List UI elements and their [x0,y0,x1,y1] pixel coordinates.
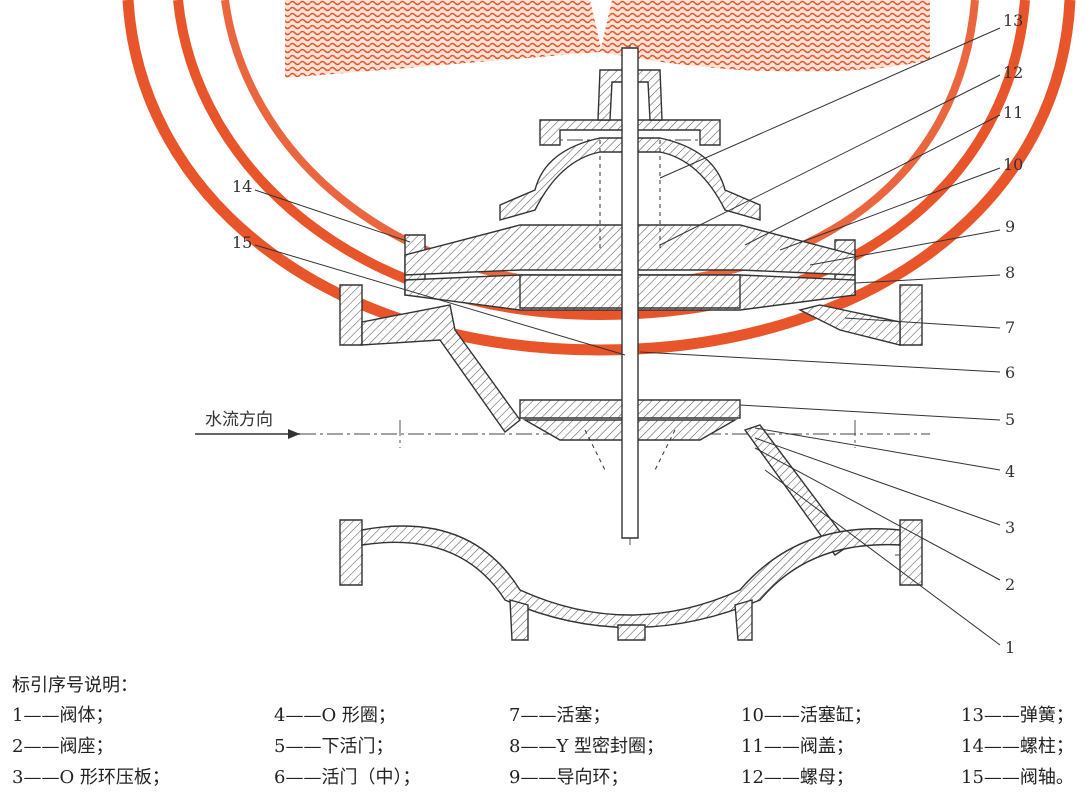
flow-direction-label: 水流方向 [205,410,273,430]
valve-body [339,47,923,641]
legend-item-12: 12——螺母； [741,767,854,788]
legend-item-14: 14——螺柱； [961,736,1074,757]
spring [584,140,676,471]
callout-7: 7 [1005,318,1015,337]
callout-3: 3 [1005,518,1015,537]
legend: 标引序号说明： 1——阀体； 4——O 形圈； 7——活塞； 10——活塞缸； … [12,672,1087,793]
callout-14: 14 [232,177,252,196]
legend-item-3: 3——O 形环压板； [12,767,170,788]
callout-11: 11 [1003,103,1023,122]
legend-item-9: 9——导向环； [509,767,629,788]
flow-direction-arrow: 水流方向 [195,410,300,439]
callout-10: 10 [1003,155,1023,174]
legend-item-11: 11——阀盖； [741,736,854,757]
legend-title: 标引序号说明： [12,675,138,696]
valve-cross-section-drawing: 水流方向 1 2 3 4 5 6 7 8 9 10 11 12 13 14 15 [122,0,1076,657]
legend-item-5: 5——下活门； [274,736,394,757]
legend-item-1: 1——阀体； [12,705,114,726]
callout-1: 1 [1005,638,1015,657]
callout-6: 6 [1005,363,1015,382]
legend-item-8: 8——Y 型密封圈； [509,736,665,757]
callout-15: 15 [232,233,252,252]
callout-4: 4 [1005,462,1015,481]
legend-grid: 1——阀体； 4——O 形圈； 7——活塞； 10——活塞缸； 13——弹簧； … [12,700,1087,793]
legend-item-4: 4——O 形圈； [274,705,396,726]
legend-item-7: 7——活塞； [509,705,611,726]
legend-item-2: 2——阀座； [12,736,114,757]
callout-labels: 1 2 3 4 5 6 7 8 9 10 11 12 13 14 15 [232,11,1023,657]
callout-12: 12 [1003,63,1023,82]
legend-item-13: 13——弹簧； [961,705,1074,726]
callout-8: 8 [1005,263,1015,282]
legend-item-10: 10——活塞缸； [741,705,872,726]
callout-9: 9 [1005,217,1015,236]
callout-5: 5 [1005,410,1015,429]
leader-lines [254,27,1001,646]
legend-item-6: 6——活门（中）； [274,767,421,788]
callout-2: 2 [1005,575,1015,594]
legend-item-15: 15——阀轴。 [961,767,1074,788]
callout-13: 13 [1003,11,1023,30]
